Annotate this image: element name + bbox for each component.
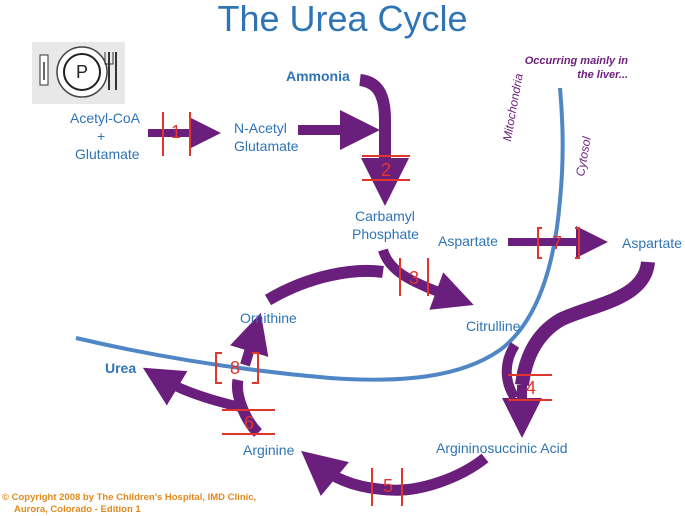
citrulline-label: Citrulline <box>466 318 521 334</box>
arginine-label: Arginine <box>243 442 295 458</box>
arrow-to-ornithine <box>230 312 269 367</box>
ornithine-label: Ornithine <box>240 310 297 326</box>
ammonia-label: Ammonia <box>286 68 350 84</box>
step-4-label: 4 <box>526 378 537 398</box>
plus-label: + <box>97 128 106 144</box>
note-label: Occurring mainly in the liver... <box>524 55 628 81</box>
acetyl-coa-label: Acetyl-CoA <box>70 110 141 126</box>
step-markers <box>162 112 580 506</box>
arrow-step5 <box>301 450 489 496</box>
step-6-label: 6 <box>244 413 255 433</box>
plate-letter: P <box>76 62 89 82</box>
step-1-label: 1 <box>171 122 182 142</box>
page-title: The Urea Cycle <box>217 0 468 39</box>
step-8-label: 8 <box>230 358 241 378</box>
copyright-notice: © Copyright 2008 by The Children's Hospi… <box>2 492 256 516</box>
arrow-step3 <box>378 248 474 310</box>
step-2-label: 2 <box>381 160 392 180</box>
membrane-line <box>75 87 565 382</box>
plate-icon <box>32 42 125 104</box>
arrow-ammonia <box>358 74 409 206</box>
aspartate-mito-label: Aspartate <box>438 233 498 249</box>
nag-glutamate-label: Glutamate <box>234 138 299 154</box>
urea-label: Urea <box>105 360 137 376</box>
arrow-citrulline <box>501 342 520 401</box>
step-7-label: 7 <box>552 233 563 253</box>
arrow-ornithine-in <box>264 264 384 306</box>
n-acetyl-label: N-Acetyl <box>234 120 287 136</box>
step-5-label: 5 <box>383 476 394 496</box>
copyright-line-1: © Copyright 2008 by The Children's Hospi… <box>2 492 257 503</box>
aspartate-cyto-label: Aspartate <box>622 235 682 251</box>
copyright-line-2: Aurora, Colorado - Edition 1 <box>14 504 141 515</box>
argininosuccinic-label: Argininosuccinic Acid <box>436 440 568 456</box>
arrow-step6 <box>231 378 263 437</box>
glutamate-label: Glutamate <box>75 146 140 162</box>
arrow-to-urea <box>142 367 242 412</box>
step-3-label: 3 <box>409 268 420 288</box>
carbamyl-label: Carbamyl <box>355 208 415 224</box>
phosphate-label: Phosphate <box>352 226 419 242</box>
arrow-aspartate-down <box>515 260 655 386</box>
